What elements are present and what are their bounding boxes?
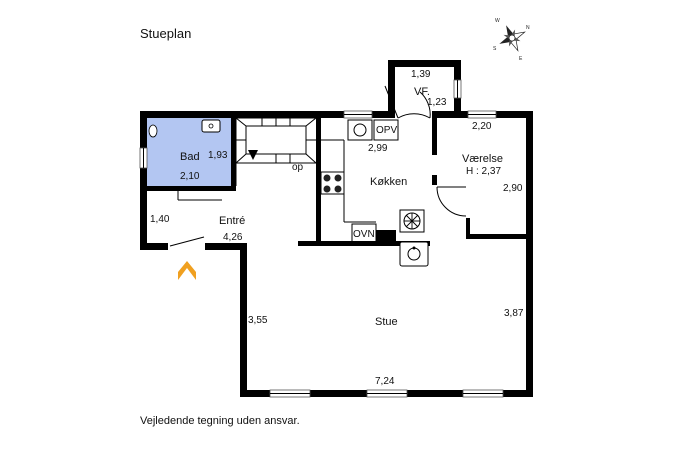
entre-width: 4,26 (223, 232, 243, 243)
kitchen-sink-icon (347, 119, 373, 141)
vaerelse-width: 2,20 (472, 121, 492, 132)
ovn-label: OVN (353, 229, 375, 240)
vaerelse-height: H : 2,37 (466, 166, 501, 177)
fan-icon (399, 209, 425, 233)
stairs-label: op (292, 162, 304, 173)
compass-letter-s: S (493, 46, 497, 52)
room-name-vf: VF. (414, 86, 430, 98)
room-name-stue: Stue (375, 316, 398, 328)
windows (139, 79, 504, 398)
room-name-vaerelse: Værelse (462, 153, 503, 165)
doors (169, 85, 467, 247)
entre-depth: 1,40 (150, 214, 170, 225)
compass-letter-e: E (519, 56, 523, 62)
vaerelse-door-swing (436, 186, 467, 217)
stue-sink-icon (399, 241, 429, 267)
stue-width: 7,24 (375, 376, 395, 387)
entrance-arrow-icon (178, 261, 196, 280)
kokken-width: 2,99 (368, 143, 388, 154)
vaerelse-depth: 2,90 (503, 183, 523, 194)
vestibule-door-swing (384, 85, 431, 119)
disclaimer-text: Vejledende tegning uden ansvar. (140, 415, 300, 427)
compass-letter-w: W (495, 18, 500, 24)
toilet-icon (148, 124, 158, 138)
bath-sink-icon (201, 119, 221, 133)
entrance-door-leaf (169, 236, 205, 247)
compass-rose-icon: N S E W (493, 18, 530, 62)
stue-depth-right: 3,87 (504, 308, 524, 319)
opv-label: OPV (376, 125, 397, 136)
stove-icon (320, 171, 345, 195)
vf-depth: 1,23 (427, 97, 447, 108)
vf-width: 1,39 (411, 69, 431, 80)
stue-depth-left: 3,55 (248, 315, 268, 326)
staircase (235, 117, 317, 186)
stair-direction-arrow-icon (248, 150, 258, 160)
bad-depth: 2,10 (180, 171, 200, 182)
compass-letter-n: N (526, 25, 530, 31)
plan-title: Stueplan (140, 26, 191, 41)
room-name-bad: Bad (180, 151, 200, 163)
bad-width: 1,93 (208, 150, 228, 161)
room-name-entre: Entré (219, 215, 245, 227)
room-name-kokken: Køkken (370, 176, 407, 188)
walls (140, 60, 533, 397)
